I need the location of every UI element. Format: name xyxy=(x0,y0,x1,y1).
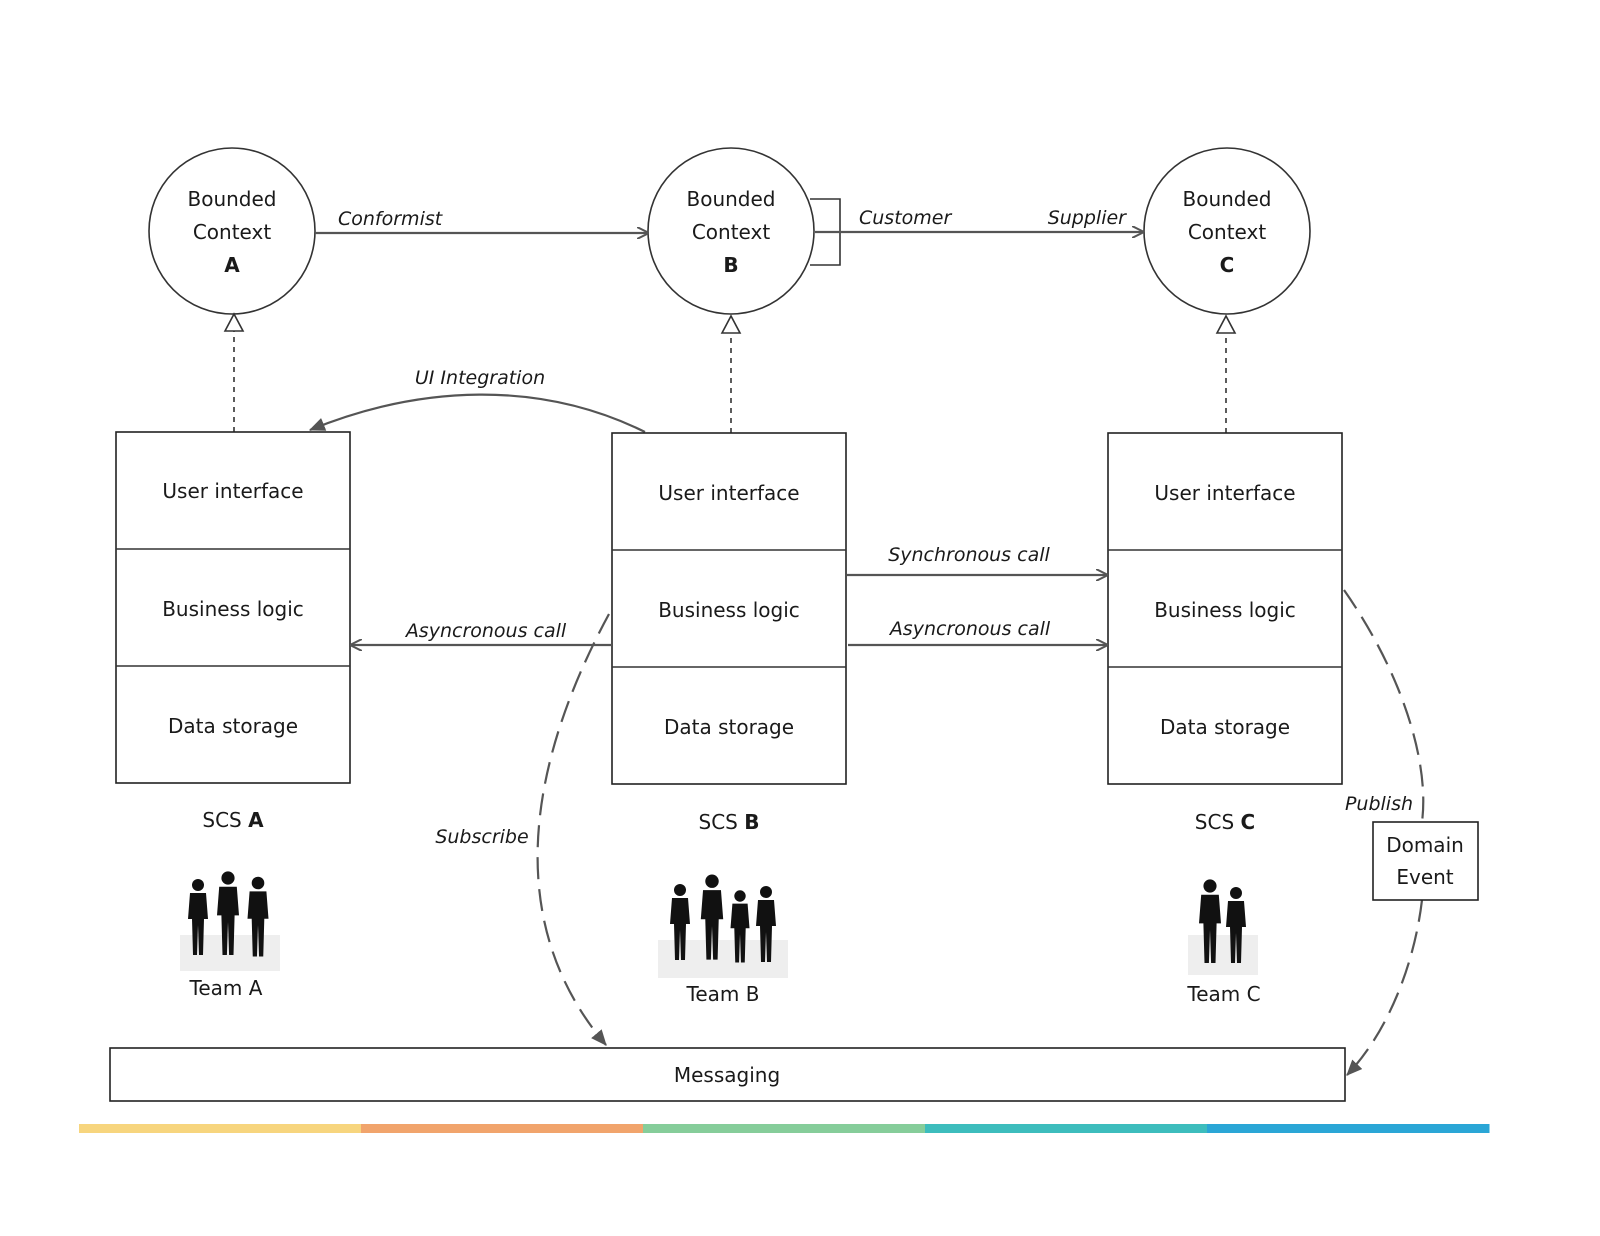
domain-event-box: Domain Event xyxy=(1372,821,1479,901)
bounded-context-b-line2: Context xyxy=(692,220,771,244)
team-a-label: Team A xyxy=(189,976,263,1000)
scs-a-data-storage: Data storage xyxy=(168,714,298,738)
bounded-context-b-line1: Bounded xyxy=(686,187,775,211)
team-b-group: Team B xyxy=(658,874,788,1006)
subscribe-label: Subscribe xyxy=(435,826,528,848)
scs-c-business-logic: Business logic xyxy=(1154,598,1296,622)
color-band-segment xyxy=(361,1124,644,1133)
bounded-context-a-line2: Context xyxy=(193,220,272,244)
messaging-label: Messaging xyxy=(674,1063,780,1087)
triangle-icon xyxy=(1215,314,1237,334)
sync-call-label: Synchronous call xyxy=(888,544,1050,566)
async-call-right-label: Asyncronous call xyxy=(888,618,1051,640)
color-band-segment xyxy=(1207,1124,1490,1133)
color-band-segment xyxy=(925,1124,1208,1133)
subscribe-arrow xyxy=(536,613,610,1046)
scs-c-data-storage: Data storage xyxy=(1160,715,1290,739)
publish-arrow xyxy=(1346,899,1424,1076)
triangle-icon xyxy=(223,312,245,332)
bounded-context-b: Bounded Context B xyxy=(647,147,815,315)
team-b-label: Team B xyxy=(686,982,760,1006)
bounded-context-c-line2: Context xyxy=(1188,220,1267,244)
async-call-left-label: Asyncronous call xyxy=(404,620,567,642)
ui-integration-label: UI Integration xyxy=(415,367,545,389)
scs-a-user-interface: User interface xyxy=(162,479,303,503)
team-a-group: Team A xyxy=(180,871,280,1000)
scs-a-label: SCS A xyxy=(202,808,264,832)
domain-event-line1: Domain xyxy=(1386,833,1464,857)
publish-curve xyxy=(1343,589,1425,823)
team-c-label: Team C xyxy=(1186,982,1260,1006)
bounded-context-b-letter: B xyxy=(723,253,738,277)
domain-event-line2: Event xyxy=(1396,865,1453,889)
ui-integration-arrow xyxy=(308,393,646,433)
scs-c-label: SCS C xyxy=(1195,810,1255,834)
scs-a-business-logic: Business logic xyxy=(162,597,304,621)
color-band-segment xyxy=(79,1124,362,1133)
realization-c xyxy=(1215,314,1237,433)
supplier-label: Supplier xyxy=(1048,207,1127,229)
scs-b-business-logic: Business logic xyxy=(658,598,800,622)
bounded-context-c-letter: C xyxy=(1220,253,1235,277)
team-c-group: Team C xyxy=(1186,879,1261,1006)
publish-label: Publish xyxy=(1345,793,1413,815)
bounded-context-a: Bounded Context A xyxy=(148,147,316,315)
realization-a xyxy=(223,312,245,432)
color-band xyxy=(79,1124,1490,1133)
bounded-context-a-line1: Bounded xyxy=(187,187,276,211)
scs-c-user-interface: User interface xyxy=(1154,481,1295,505)
scs-b-data-storage: Data storage xyxy=(664,715,794,739)
conformist-label: Conformist xyxy=(338,208,444,230)
realization-b xyxy=(720,314,742,433)
customer-label: Customer xyxy=(859,207,952,229)
bounded-context-c: Bounded Context C xyxy=(1143,147,1311,315)
scs-b-label: SCS B xyxy=(699,810,760,834)
bounded-context-c-line1: Bounded xyxy=(1182,187,1271,211)
messaging-bar: Messaging xyxy=(109,1047,1346,1102)
color-band-segment xyxy=(643,1124,926,1133)
scs-b-box: User interface Business logic Data stora… xyxy=(611,432,847,785)
scs-c-box: User interface Business logic Data stora… xyxy=(1107,432,1343,785)
scs-b-user-interface: User interface xyxy=(658,481,799,505)
bounded-context-a-letter: A xyxy=(224,253,240,277)
triangle-icon xyxy=(720,314,742,334)
scs-a-box: User interface Business logic Data stora… xyxy=(115,431,351,784)
